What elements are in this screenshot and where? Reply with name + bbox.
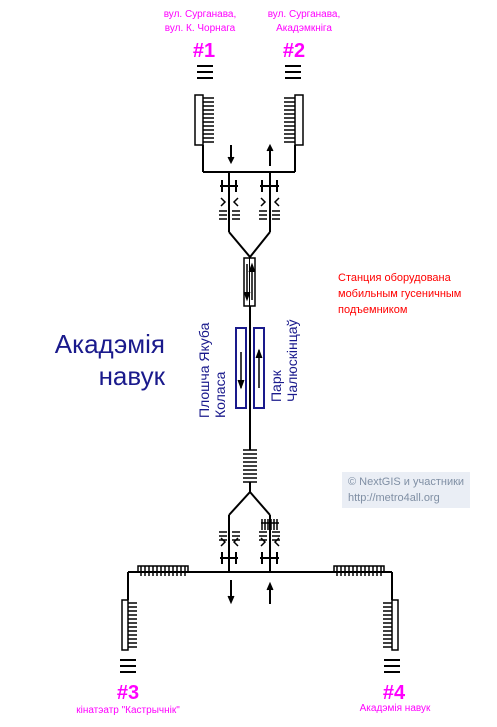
gates-bottom [219,519,280,547]
station-title: Акадэмія навук [54,329,165,391]
exit-4-horizontal-escalator [333,565,385,573]
exit-2-steps [284,97,295,143]
exit-4-escalator [391,599,399,651]
platform-left [235,327,247,409]
exit-2-label: вул. Сурганава, Акадэмкніга [267,9,341,34]
bottom-escalator-steps [243,449,257,483]
exit-2-number: #2 [282,40,306,62]
exit-3-number: #3 [116,682,140,704]
exit-1-number: #1 [192,40,216,62]
exit-1-label: вул. Сурганава, вул. К. Чорнага [163,9,237,34]
platform-right [253,327,265,409]
exit-3-escalator [121,599,129,651]
exit-2-stairs [285,65,301,79]
exit-3-label: кінатэатр "Кастрычнік" [76,705,180,716]
turnstiles-bottom [220,552,279,564]
gates-top [219,197,280,220]
lift-note: Станция оборудована мобильным гусеничным… [338,272,462,316]
exit-4-number: #4 [382,682,406,704]
exit-4-label: Акадэмія навук [359,703,431,714]
credit-box: © NextGIS и участники http://metro4all.o… [342,472,471,508]
exit-1-stairs [197,65,213,79]
exit-1-steps [203,97,214,143]
platform-left-label: Плошча Якуба Коласа [196,322,228,418]
exit-2-escalator [294,94,304,146]
platform-right-label: Парк Чалюскінцаў [268,319,300,402]
turnstiles-top [220,180,279,192]
exit-3-horizontal-escalator [137,565,189,573]
exit-1-escalator [194,94,204,146]
